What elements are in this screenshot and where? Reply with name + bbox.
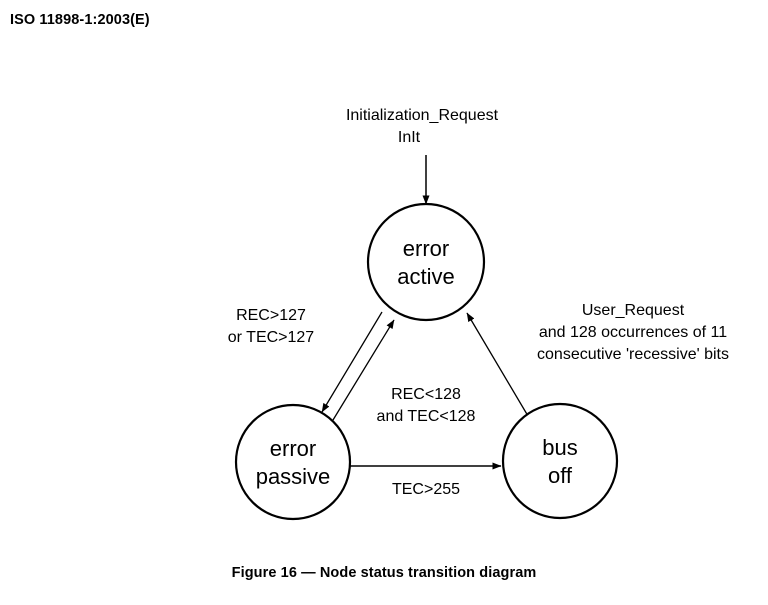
state-error-passive-label-line1: error (270, 436, 316, 461)
state-error-active-circle[interactable] (366, 202, 486, 322)
state-error-active[interactable]: error active (366, 202, 486, 322)
state-error-active-label-line2: active (397, 264, 454, 289)
state-bus-off-label-line1: bus (542, 435, 577, 460)
edge-label-error-passive-to-error-active: REC<128 and TEC<128 (377, 386, 476, 425)
edge-label-init-line1: Initialization_Request (346, 107, 499, 124)
state-bus-off[interactable]: bus off (501, 402, 619, 520)
edge-label-rec127-line1: REC>127 (236, 307, 306, 324)
edge-label-user-request-line3: consecutive 'recessive' bits (537, 346, 729, 363)
edge-label-init-to-error-active: Initialization_Request InIt (346, 107, 499, 146)
edge-label-bus-off-to-error-active: User_Request and 128 occurrences of 11 c… (537, 302, 729, 363)
state-bus-off-circle[interactable] (501, 402, 619, 520)
edge-label-rec128-line1: REC<128 (391, 386, 461, 403)
document-header: ISO 11898-1:2003(E) (10, 12, 150, 28)
arrow-error-passive-to-error-active (332, 319, 395, 421)
state-error-passive-circle[interactable] (234, 403, 352, 521)
figure-caption: Figure 16 — Node status transition diagr… (231, 565, 537, 581)
edge-label-tec255: TEC>255 (392, 481, 460, 498)
state-error-passive-label-line2: passive (256, 464, 331, 489)
edge-label-rec128-line2: and TEC<128 (377, 408, 476, 425)
edge-label-user-request-line2: and 128 occurrences of 11 (539, 324, 727, 341)
arrow-error-active-to-error-passive (321, 311, 383, 413)
edge-label-init-line2: InIt (398, 129, 421, 146)
arrow-bus-off-to-error-active (466, 312, 529, 417)
edge-label-rec127-line2: or TEC>127 (228, 329, 315, 346)
edge-label-user-request-line1: User_Request (582, 302, 685, 319)
state-bus-off-label-line2: off (548, 463, 573, 488)
state-error-passive[interactable]: error passive (234, 403, 352, 521)
state-error-active-label-line1: error (403, 236, 449, 261)
edge-label-error-passive-to-bus-off: TEC>255 (392, 481, 460, 498)
edge-label-error-active-to-error-passive: REC>127 or TEC>127 (228, 307, 315, 346)
